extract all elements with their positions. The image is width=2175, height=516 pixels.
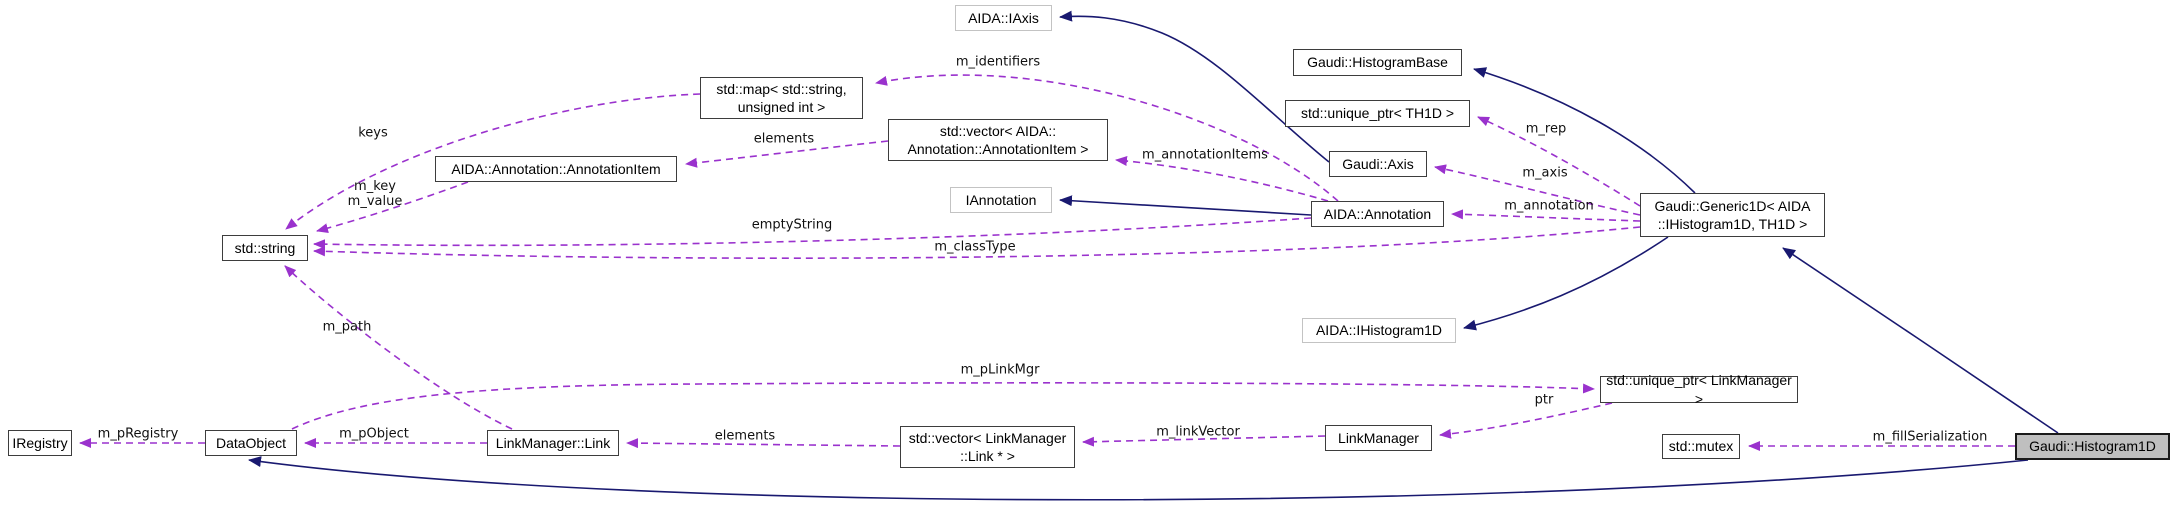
node-linkmanager-link[interactable]: LinkManager::Link	[487, 430, 619, 456]
edge-gaudi-histogram1d-to-gaudi-generic1d	[1782, 247, 2059, 434]
node-std-string[interactable]: std::string	[222, 235, 308, 261]
edge-aida-annotation-to-iannotation	[1059, 195, 1312, 216]
edge-dataobject-to-std-unique-ptr-linkmanager	[291, 382, 1595, 430]
edge-annotationitem-to-std-string	[316, 181, 469, 233]
edge-std-vector-annotationitem-to-annotationitem	[685, 140, 889, 168]
edge-gaudi-generic1d-to-aida-annotation	[1451, 209, 1641, 222]
node-aida-iaxis[interactable]: AIDA::IAxis	[955, 5, 1052, 31]
node-std-map[interactable]: std::map< std::string, unsigned int >	[700, 77, 863, 119]
edge-std-map-to-std-string	[285, 93, 701, 230]
edge-std-unique-ptr-linkmanager-to-linkmanager	[1439, 402, 1613, 439]
edge-gaudi-generic1d-to-aida-ihistogram1d	[1463, 236, 1669, 331]
edge-aida-annotation-to-std-map	[875, 74, 1339, 202]
edge-gaudi-generic1d-to-std-string	[313, 226, 1641, 259]
node-std-vector-annotationitem[interactable]: std::vector< AIDA:: Annotation::Annotati…	[888, 119, 1108, 161]
node-dataobject[interactable]: DataObject	[205, 430, 297, 456]
node-std-unique-ptr-linkmanager[interactable]: std::unique_ptr< LinkManager >	[1600, 372, 1798, 407]
edge-gaudi-generic1d-to-gaudi-histogrambase	[1473, 67, 1696, 194]
node-std-unique-ptr-th1d[interactable]: std::unique_ptr< TH1D >	[1285, 100, 1470, 127]
node-iannotation[interactable]: IAnnotation	[950, 187, 1052, 213]
edge-gaudi-generic1d-to-std-unique-ptr-th1d	[1477, 116, 1641, 207]
edge-std-vector-link-to-linkmanager-link	[626, 438, 901, 449]
node-annotationitem[interactable]: AIDA::Annotation::AnnotationItem	[435, 156, 677, 182]
edge-aida-annotation-to-std-string	[313, 217, 1312, 250]
edge-gaudi-axis-to-aida-iaxis	[1059, 10, 1330, 163]
node-std-mutex[interactable]: std::mutex	[1662, 434, 1740, 459]
node-aida-annotation[interactable]: AIDA::Annotation	[1311, 201, 1444, 227]
edge-linkmanager-link-to-std-string	[284, 265, 513, 430]
edge-gaudi-generic1d-to-gaudi-axis	[1434, 164, 1641, 216]
edge-aida-annotation-to-std-vector-annotationitem	[1115, 156, 1329, 202]
edge-gaudi-histogram1d-to-dataobject	[248, 456, 2029, 501]
node-linkmanager[interactable]: LinkManager	[1325, 425, 1432, 451]
node-aida-ihistogram1d[interactable]: AIDA::IHistogram1D	[1302, 318, 1456, 343]
node-gaudi-histogrambase[interactable]: Gaudi::HistogramBase	[1293, 49, 1462, 76]
edge-linkmanager-to-std-vector-link	[1082, 435, 1326, 447]
node-iregistry[interactable]: IRegistry	[8, 430, 72, 456]
node-gaudi-histogram1d[interactable]: Gaudi::Histogram1D	[2015, 433, 2170, 460]
node-std-vector-link[interactable]: std::vector< LinkManager ::Link * >	[900, 426, 1075, 468]
node-gaudi-axis[interactable]: Gaudi::Axis	[1329, 151, 1427, 177]
node-gaudi-generic1d[interactable]: Gaudi::Generic1D< AIDA ::IHistogram1D, T…	[1640, 193, 1825, 237]
